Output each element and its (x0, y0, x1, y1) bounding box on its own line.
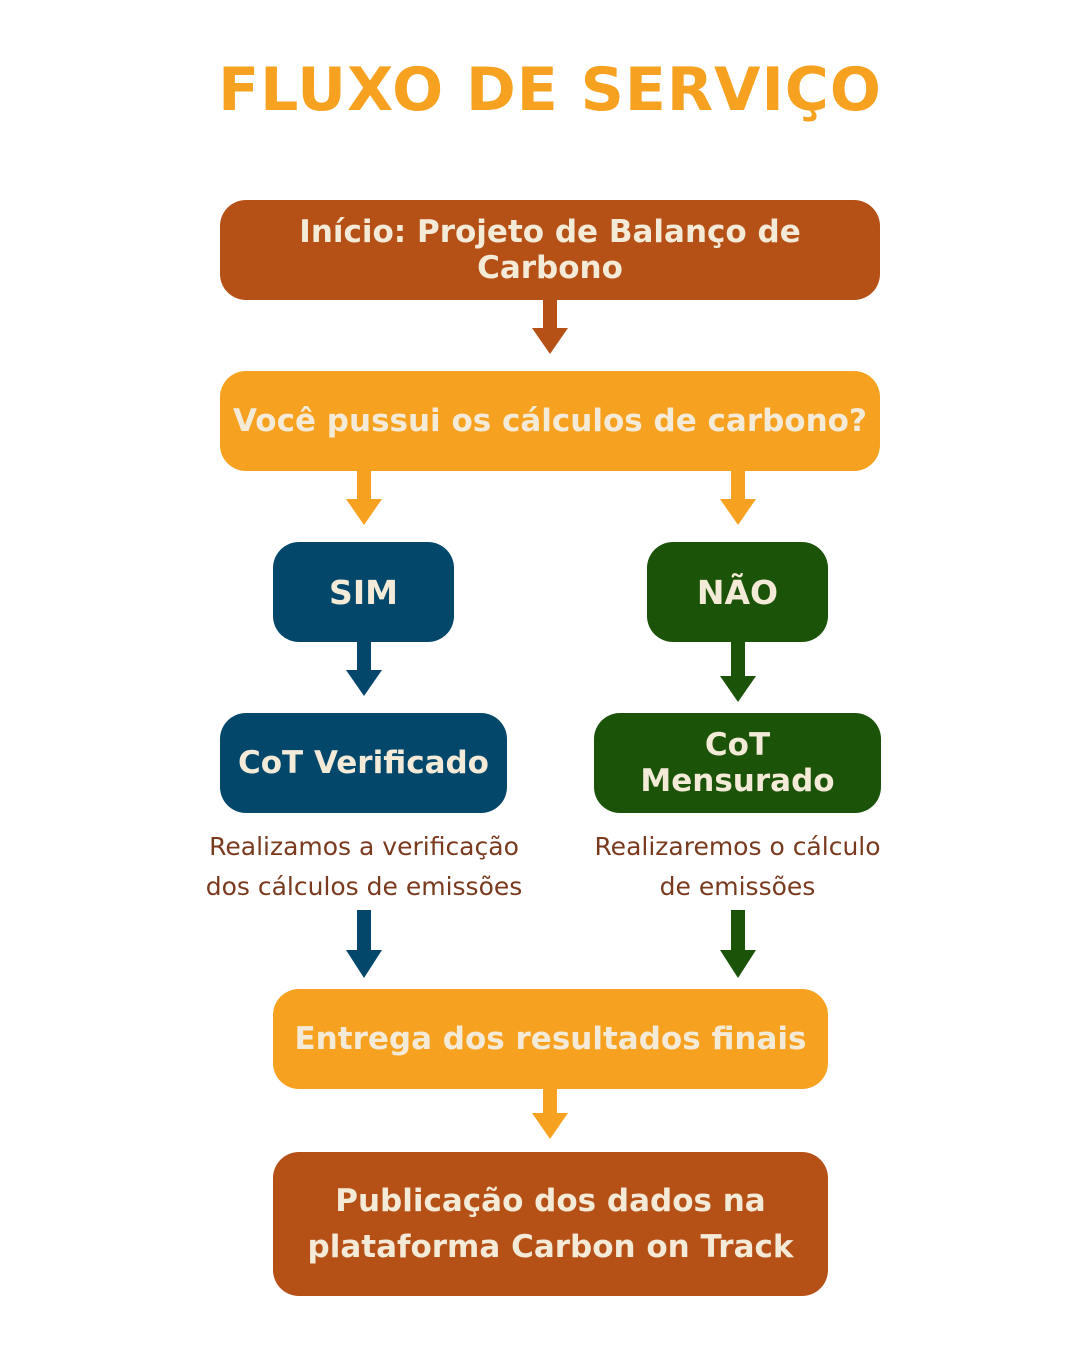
no-label: NÃO (696, 572, 779, 612)
no-box: NÃO (647, 542, 828, 642)
publication-label-line2: plataforma Carbon on Track (307, 1229, 794, 1265)
measured-caption-line1: Realizaremos o cálculo (594, 832, 881, 861)
yes-box: SIM (273, 542, 454, 642)
verified-caption-line2: dos cálculos de emissões (205, 872, 523, 901)
measured-caption-line2: de emissões (659, 872, 816, 901)
arrow-no-to-measured (720, 642, 756, 702)
arrow-yes-to-verified (346, 642, 382, 696)
delivery-label: Entrega dos resultados finais (294, 1021, 807, 1057)
question-box: Você pussui os cálculos de carbono? (220, 371, 880, 471)
start-box: Início: Projeto de Balanço de Carbono (220, 200, 880, 300)
verified-caption: Realizamos a verificação dos cálculos de… (173, 827, 555, 907)
diagram-title: FLUXO DE SERVIÇO (218, 55, 882, 125)
publication-box: Publicação dos dados na plataforma Carbo… (273, 1152, 828, 1296)
measured-label: CoT Mensurado (640, 727, 835, 799)
arrow-question-to-no (720, 471, 756, 525)
measured-box: CoT Mensurado (594, 713, 881, 813)
question-label: Você pussui os cálculos de carbono? (233, 403, 867, 439)
measured-caption: Realizaremos o cálculo de emissões (557, 827, 918, 907)
arrow-verified-to-delivery (346, 910, 382, 978)
publication-label-line1: Publicação dos dados na (335, 1183, 766, 1219)
delivery-box: Entrega dos resultados finais (273, 989, 828, 1089)
arrow-question-to-yes (346, 471, 382, 525)
verified-label: CoT Verificado (238, 745, 489, 781)
arrow-measured-to-delivery (720, 910, 756, 978)
verified-caption-line1: Realizamos a verificação (209, 832, 519, 861)
arrow-start-to-question (532, 300, 568, 354)
arrow-delivery-to-publication (532, 1089, 568, 1139)
verified-box: CoT Verificado (220, 713, 507, 813)
yes-label: SIM (329, 572, 398, 612)
start-label: Início: Projeto de Balanço de Carbono (299, 214, 801, 286)
